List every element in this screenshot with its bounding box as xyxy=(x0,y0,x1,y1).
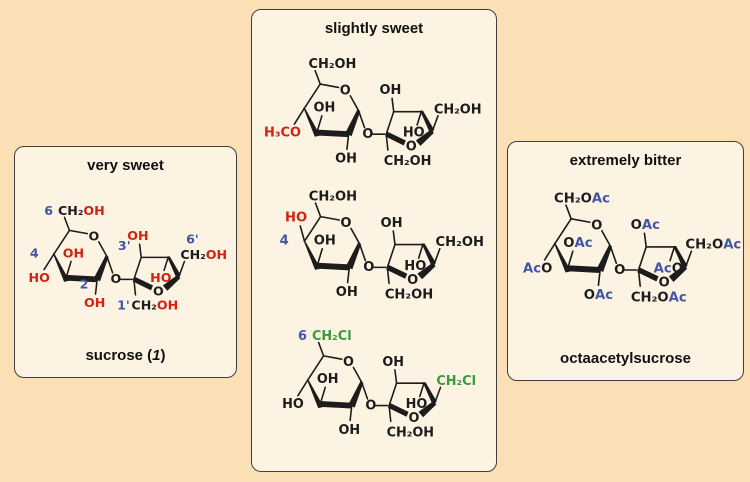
fructose-ring-O: O xyxy=(406,139,417,154)
locant-4: 4 xyxy=(30,245,39,260)
group-1p-ch2oh: CH₂OH xyxy=(387,425,434,440)
locant-1-prime: 1' xyxy=(117,298,130,313)
glycosidic-O: O xyxy=(362,127,373,142)
group-4-omethyl: H₃CO xyxy=(264,126,301,141)
caption-octaacetylsucrose: octaacetylsucrose xyxy=(560,350,691,367)
caption-sucrose-number: 1 xyxy=(152,347,161,364)
group-6p-ch2oac: CH₂OAc xyxy=(685,238,741,253)
group-4p-ho: HO xyxy=(406,397,428,412)
group-4p-ho: HO xyxy=(150,270,172,285)
locant-3-prime: 3' xyxy=(118,238,131,253)
group-4p-ho: HO xyxy=(404,259,426,274)
group-6p-ch2oh: CH₂OH xyxy=(436,235,484,250)
panel-title-slightly-sweet: slightly sweet xyxy=(324,20,424,37)
group-6-ch2oac: CH₂OAc xyxy=(554,192,610,207)
group-6p-ch2oh: CH₂OH xyxy=(180,247,227,262)
glycosidic-O: O xyxy=(365,398,376,413)
group-3-oh: OH xyxy=(313,101,335,116)
group-3p-oac: OAc xyxy=(631,218,660,233)
group-3-oac: OAc xyxy=(563,236,592,251)
group-3-oh: OH xyxy=(317,372,339,387)
glucose-ring-O: O xyxy=(340,216,351,231)
group-6-ch2cl: CH₂Cl xyxy=(312,329,352,344)
panel-title-very-sweet: very sweet xyxy=(87,157,164,174)
glycosidic-O: O xyxy=(363,260,374,275)
group-2-oac: OAc xyxy=(584,288,613,303)
locant-6: 6 xyxy=(298,329,307,344)
group-6-ch2oh: CH₂OH xyxy=(58,203,105,218)
group-3p-oh: OH xyxy=(127,228,148,243)
glycosidic-O: O xyxy=(111,271,122,286)
group-3-oh: OH xyxy=(63,245,84,260)
caption-sucrose-pre: sucrose ( xyxy=(85,347,153,364)
glucose-ring-O: O xyxy=(591,218,602,233)
glucose-ring-O: O xyxy=(343,355,354,370)
group-2-oh: OH xyxy=(338,423,360,438)
panel-title-extremely-bitter: extremely bitter xyxy=(569,152,682,169)
group-1p-ch2oh: CH₂OH xyxy=(384,154,432,169)
fructose-ring-O: O xyxy=(153,283,164,298)
locant-6: 6 xyxy=(44,203,53,218)
glucose-ring-O: O xyxy=(89,229,100,244)
group-6p-ch2cl: CH₂Cl xyxy=(436,374,476,389)
group-6-ch2oh: CH₂OH xyxy=(309,190,357,205)
glycosidic-O: O xyxy=(614,263,625,278)
group-1p-ch2oh: CH₂OH xyxy=(385,288,433,303)
group-4-ho: HO xyxy=(282,397,304,412)
group-4-ho: HO xyxy=(29,270,51,285)
caption-sucrose-post: ) xyxy=(160,347,166,364)
locant-4: 4 xyxy=(280,234,289,249)
fructose-ring-O: O xyxy=(409,411,420,426)
group-2-oh: OH xyxy=(84,295,105,310)
group-6-ch2oh: CH₂OH xyxy=(309,57,357,72)
fructose-ring-O: O xyxy=(407,273,418,288)
fructose-ring-O: O xyxy=(658,276,669,291)
group-2-oh: OH xyxy=(336,285,358,300)
group-1p-ch2oh: CH₂OH xyxy=(131,298,178,313)
group-1p-ch2oac: CH₂OAc xyxy=(631,291,687,306)
caption-sucrose: sucrose (1) xyxy=(15,347,236,364)
group-4p-ho: HO xyxy=(403,126,425,141)
group-4-aco: AcO xyxy=(523,262,552,277)
locant-6-prime: 6' xyxy=(186,231,199,246)
group-3-oh: OH xyxy=(314,234,336,249)
glucose-ring-O: O xyxy=(340,84,351,99)
group-4-ho: HO xyxy=(285,211,307,226)
group-3p-oh: OH xyxy=(382,355,404,370)
group-3p-oh: OH xyxy=(381,216,403,231)
group-2-oh: OH xyxy=(335,152,357,167)
group-4p-aco: AcO xyxy=(654,262,683,277)
locant-2: 2 xyxy=(80,276,89,291)
group-3p-oh: OH xyxy=(379,83,401,98)
group-6p-ch2oh: CH₂OH xyxy=(434,102,482,117)
